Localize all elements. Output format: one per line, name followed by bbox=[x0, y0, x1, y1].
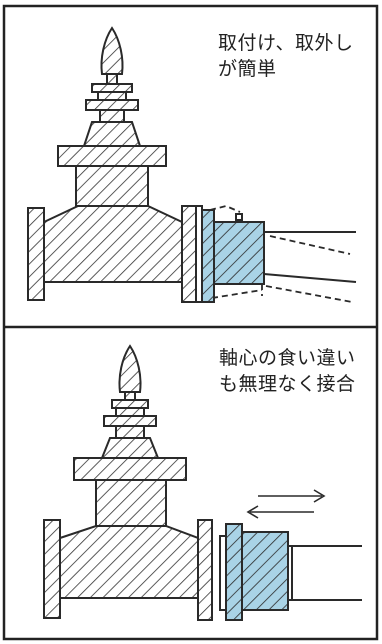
caption-misalignment: 軸心の食い違い も無理なく接合 bbox=[219, 347, 356, 395]
pipe-top bbox=[263, 231, 357, 283]
pipe-bottom bbox=[292, 545, 362, 601]
flexible-joint-bottom bbox=[219, 523, 293, 621]
movement-arrows bbox=[246, 489, 326, 519]
outer-frame bbox=[2, 4, 379, 641]
top-panel bbox=[27, 26, 357, 303]
gate-valve-top bbox=[27, 26, 197, 303]
bottom-panel bbox=[43, 344, 362, 621]
caption-easy-attach: 取付け、取外し が簡単 bbox=[218, 32, 354, 80]
flexible-joint-top bbox=[201, 209, 265, 303]
gate-valve-bottom bbox=[43, 344, 213, 621]
